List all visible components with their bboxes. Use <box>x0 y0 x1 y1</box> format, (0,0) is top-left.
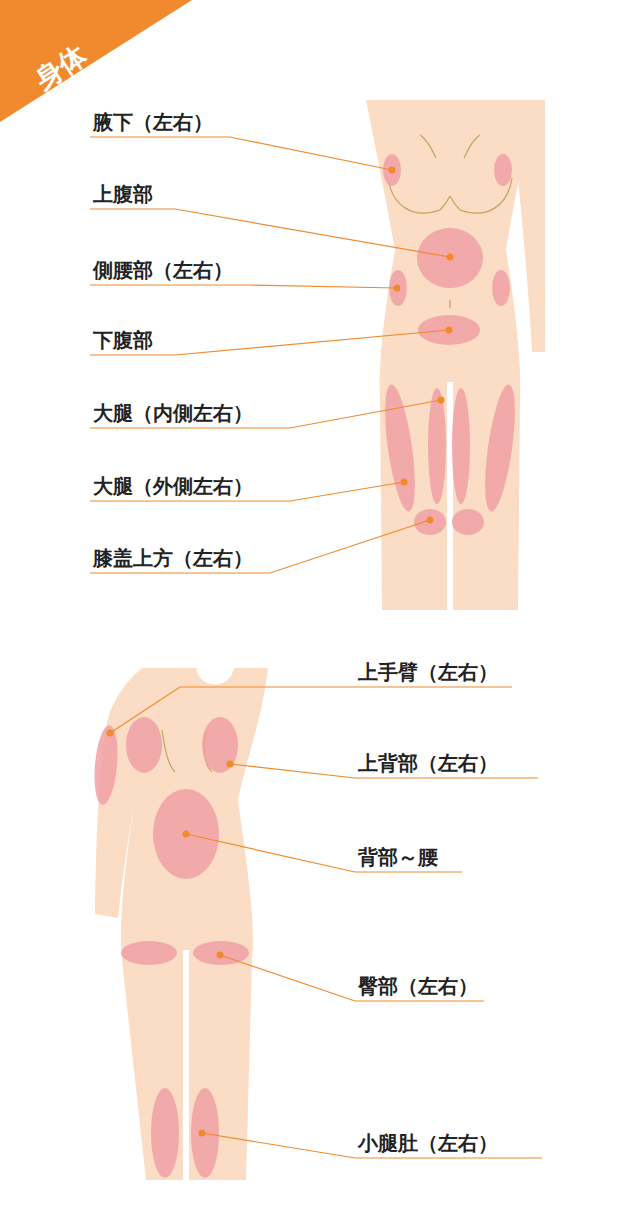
body-part-label: 膝盖上方（左右） <box>93 546 253 570</box>
body-part-label: 上腹部 <box>93 182 153 206</box>
body-part-label: 側腰部（左右） <box>93 258 233 282</box>
body-part-label: 上手臂（左右） <box>358 660 498 684</box>
body-part-label: 腋下（左右） <box>93 110 213 134</box>
body-part-label: 小腿肚（左右） <box>358 1131 498 1155</box>
body-part-label: 下腹部 <box>93 328 153 352</box>
leader-lines <box>90 137 542 1158</box>
corner-banner <box>0 0 192 122</box>
back-body <box>92 668 268 1182</box>
body-part-label: 背部～腰 <box>358 845 438 869</box>
body-part-label: 大腿（内側左右） <box>93 401 253 425</box>
body-part-label: 大腿（外側左右） <box>93 474 253 498</box>
front-body <box>366 100 545 610</box>
body-part-label: 臀部（左右） <box>358 974 478 998</box>
body-part-label: 上背部（左右） <box>358 751 498 775</box>
